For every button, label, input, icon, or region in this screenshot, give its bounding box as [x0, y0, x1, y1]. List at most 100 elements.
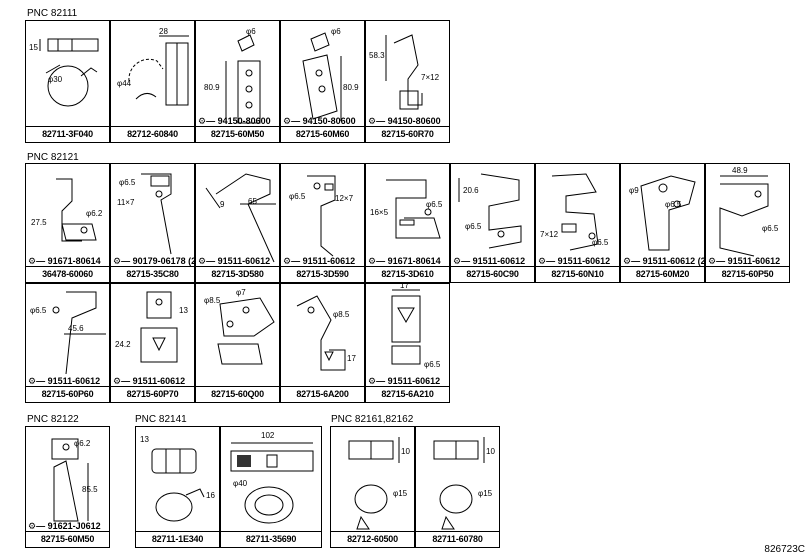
part-cell-82715-3D610[interactable]: 16×5 φ6.5 ⚙— 91671-80614 82715-3D610 — [365, 163, 450, 283]
part-number[interactable]: 82711-60780 — [416, 531, 499, 547]
part-cell-82715-60P60[interactable]: φ6.5 45.6 ⚙— 91511-60612 82715-60P60 — [25, 283, 110, 403]
part-number[interactable]: 82715-60M60 — [281, 126, 364, 142]
clamp-drawing — [230, 442, 314, 524]
part-cell-82715-60R70[interactable]: 58.3 7×12 ⚙— 94150-80600 82715-60R70 — [365, 20, 450, 143]
part-cell-82715-60C90[interactable]: 20.6 φ6.5 ⚙— 91511-60612 82715-60C90 — [450, 163, 535, 283]
bracket-drawing — [225, 34, 261, 124]
part-cell-82711-60780[interactable]: 10 φ15 82711-60780 — [415, 426, 500, 548]
dim-label: 17 — [400, 283, 409, 290]
dim-label: φ6.5 — [424, 360, 441, 369]
part-number[interactable]: 82715-3D580 — [196, 266, 279, 282]
bracket-drawing — [385, 34, 423, 110]
dim-label: 20.6 — [463, 186, 479, 195]
dim-label: 11×7 — [117, 198, 135, 207]
bracket-drawing — [551, 173, 599, 251]
part-number[interactable]: 82715-6A210 — [366, 386, 449, 402]
bolt-number[interactable]: ⚙— 91671-80614 — [368, 256, 441, 266]
bolt-number[interactable]: ⚙— 91511-60612 — [28, 376, 101, 386]
dim-label: φ15 — [393, 489, 408, 498]
part-number[interactable]: 82715-60R70 — [366, 126, 449, 142]
part-cell-82715-6A200[interactable]: φ8.5 17 82715-6A200 — [280, 283, 365, 403]
part-number[interactable]: 82715-3D610 — [366, 266, 449, 282]
bolt-number[interactable]: ⚙— 91511-60612 (2) — [623, 256, 705, 266]
part-number[interactable]: 82715-60M50 — [26, 531, 109, 547]
part-cell-82715-60M50[interactable]: φ6 80.9 ⚙— 94150-80600 82715-60M50 — [195, 20, 280, 143]
part-cell-82711-1E340[interactable]: 13 16 82711-1E340 — [135, 426, 220, 548]
part-cell-82715-60M60[interactable]: φ6 80.9 ⚙— 94150-80600 82715-60M60 — [280, 20, 365, 143]
bolt-number[interactable]: ⚙— 90179-06178 (2) — [113, 256, 195, 266]
clamp-drawing — [348, 437, 400, 530]
bracket-drawing — [302, 32, 342, 121]
part-number[interactable]: 82715-60C90 — [451, 266, 534, 282]
dim-label: φ6.5 — [30, 306, 47, 315]
part-number[interactable]: 82715-60M20 — [621, 266, 704, 282]
bolt-number[interactable]: ⚙— 91511-60612 — [368, 376, 441, 386]
dim-label: 13 — [179, 306, 188, 315]
dim-label: φ15 — [478, 489, 493, 498]
part-cell-82715-60N10[interactable]: 7×12 φ6.5 ⚙— 91511-60612 82715-60N10 — [535, 163, 620, 283]
bolt-number[interactable]: ⚙— 91511-60612 — [538, 256, 611, 266]
bolt-number[interactable]: ⚙— 94150-80600 — [368, 116, 441, 126]
bolt-number[interactable]: ⚙— 94150-80600 — [198, 116, 271, 126]
part-number[interactable]: 82715-60M50 — [196, 126, 279, 142]
part-number[interactable]: 82715-60Q00 — [196, 386, 279, 402]
part-number[interactable]: 82715-3D590 — [281, 266, 364, 282]
part-number[interactable]: 82711-3F040 — [26, 126, 109, 142]
bracket-drawing — [640, 175, 696, 251]
bolt-number[interactable]: ⚙— 91511-60612 — [708, 256, 781, 266]
part-cell-82711-35690[interactable]: 102 φ40 82711-35690 — [220, 426, 322, 548]
clamp-drawing — [151, 448, 205, 522]
bracket-drawing — [458, 173, 522, 249]
group-label-82121: PNC 82121 — [27, 152, 79, 163]
dim-label: φ6.2 — [86, 209, 103, 218]
group-label-82141: PNC 82141 — [135, 414, 187, 425]
part-cell-82715-35C80[interactable]: φ6.5 11×7 ⚙— 90179-06178 (2) 82715-35C80 — [110, 163, 195, 283]
part-number[interactable]: 82711-35690 — [221, 531, 321, 547]
dim-label: φ6 — [331, 27, 341, 36]
part-number[interactable]: 82712-60840 — [111, 126, 194, 142]
dim-label: φ6.5 — [665, 200, 682, 209]
part-number[interactable]: 82715-35C80 — [111, 266, 194, 282]
part-number[interactable]: 82711-1E340 — [136, 531, 219, 547]
part-cell-82711-3F040[interactable]: 15 φ30 82711-3F040 — [25, 20, 110, 143]
dim-label: φ9 — [629, 186, 639, 195]
part-number[interactable]: 82712-60500 — [331, 531, 414, 547]
dim-label: 17 — [347, 354, 356, 363]
part-cell-82715-3D590[interactable]: φ6.5 12×7 ⚙— 91511-60612 82715-3D590 — [280, 163, 365, 283]
bolt-number[interactable]: ⚙— 91511-60612 — [453, 256, 526, 266]
part-number[interactable]: 82715-60P60 — [26, 386, 109, 402]
dim-label: φ8.5 — [204, 296, 221, 305]
dim-label: 12×7 — [335, 194, 354, 203]
bolt-number[interactable]: ⚙— 91511-60612 — [283, 256, 356, 266]
part-number[interactable]: 82715-60N10 — [536, 266, 619, 282]
bolt-number[interactable]: ⚙— 91511-60612 — [113, 376, 186, 386]
part-cell-82715-6A210[interactable]: 17 φ6.5 ⚙— 91511-60612 82715-6A210 — [365, 283, 450, 403]
bracket-drawing — [296, 295, 346, 371]
dim-label: 16 — [206, 491, 215, 500]
bracket-drawing — [307, 175, 336, 257]
part-cell-82715-60M20[interactable]: φ9 φ6.5 ⚙— 91511-60612 (2) 82715-60M20 — [620, 163, 705, 283]
dim-label: φ6.5 — [426, 200, 443, 209]
part-cell-82712-60840[interactable]: 28 φ44 82712-60840 — [110, 20, 195, 143]
dim-label: φ8.5 — [333, 310, 350, 319]
dim-label: 27.5 — [31, 218, 47, 227]
clamp-drawing — [128, 35, 189, 106]
part-number[interactable]: 82715-60P50 — [706, 266, 789, 282]
bolt-number[interactable]: ⚙— 91671-80614 — [28, 256, 101, 266]
part-cell-36478-60060[interactable]: 27.5 φ6.2 ⚙— 91671-80614 36478-60060 — [25, 163, 110, 283]
part-number[interactable]: 36478-60060 — [26, 266, 109, 282]
part-number[interactable]: 82715-60P70 — [111, 386, 194, 402]
part-cell-82715-60P50[interactable]: 48.9 φ6.5 ⚙— 91511-60612 82715-60P50 — [705, 163, 790, 283]
part-cell-82715-60Q00[interactable]: φ7 φ8.5 82715-60Q00 — [195, 283, 280, 403]
bolt-number[interactable]: ⚙— 91511-60612 — [198, 256, 271, 266]
bolt-number[interactable]: ⚙— 91621-J0612 — [28, 521, 101, 531]
part-cell-82715-60N50[interactable]: φ6.2 85.5 ⚙— 91621-J0612 82715-60M50 — [25, 426, 110, 548]
part-cell-82712-60500[interactable]: 10 φ15 82712-60500 — [330, 426, 415, 548]
part-number[interactable]: 82715-6A200 — [281, 386, 364, 402]
dim-label: φ6.5 — [289, 192, 306, 201]
part-cell-82715-3D580[interactable]: 9 65 ⚙— 91511-60612 82715-3D580 — [195, 163, 280, 283]
bolt-number[interactable]: ⚙— 94150-80600 — [283, 116, 356, 126]
dim-label: φ6.5 — [465, 222, 482, 231]
bracket-drawing — [140, 291, 178, 363]
part-cell-82715-60P70[interactable]: 13 24.2 ⚙— 91511-60612 82715-60P70 — [110, 283, 195, 403]
